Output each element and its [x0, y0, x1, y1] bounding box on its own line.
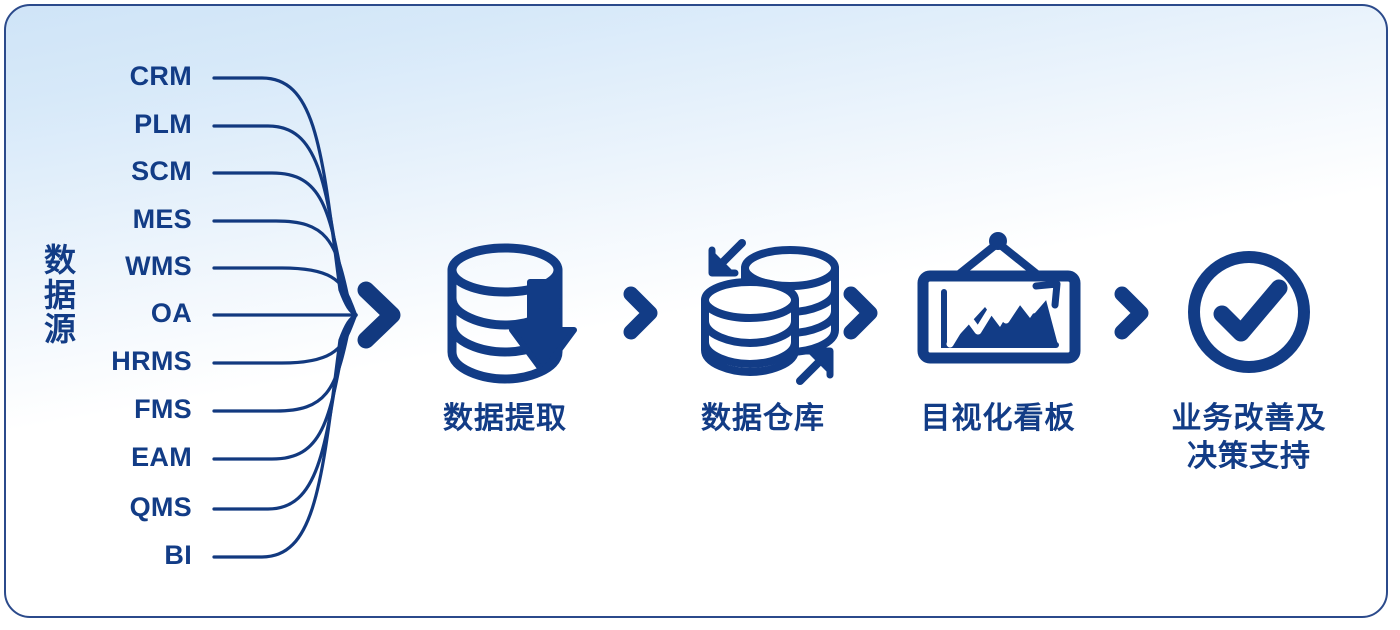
- group-label-char-1: 数: [43, 242, 76, 278]
- stage-caption-dashboard: 目视化看板: [920, 402, 1076, 435]
- source-item-fms[interactable]: FMS: [134, 394, 192, 424]
- source-item-mes[interactable]: MES: [132, 204, 192, 234]
- stage-caption-extract: 数据提取: [443, 402, 567, 435]
- hanging-chart-board-icon: [917, 232, 1081, 364]
- chevron-3-icon: [1114, 286, 1149, 340]
- source-item-hrms[interactable]: HRMS: [111, 346, 192, 376]
- source-item-oa[interactable]: OA: [150, 298, 192, 328]
- stage-separator-chevrons: [623, 286, 1149, 340]
- source-item-qms[interactable]: QMS: [129, 492, 192, 522]
- source-item-plm[interactable]: PLM: [134, 109, 192, 139]
- source-item-eam[interactable]: EAM: [131, 442, 192, 472]
- diagram-panel: [4, 4, 1388, 618]
- source-item-scm[interactable]: SCM: [131, 156, 192, 186]
- stage-caption-warehouse: 数据仓库: [701, 402, 825, 435]
- data-sources-group-label: 数 据 源: [38, 243, 82, 347]
- database-stack-inout-icon: [701, 239, 839, 385]
- source-item-wms[interactable]: WMS: [125, 251, 192, 281]
- stage-caption-decision: 业务改善及 决策支持: [1171, 402, 1327, 474]
- source-item-crm[interactable]: CRM: [129, 61, 192, 91]
- group-label-char-2: 据: [43, 276, 76, 313]
- source-item-bi[interactable]: BI: [164, 540, 192, 570]
- converge-arrow-icon: [357, 281, 401, 349]
- database-download-icon: [447, 243, 577, 384]
- check-circle-icon: [1188, 251, 1310, 373]
- data-sources-list: CRM PLM SCM MES WMS OA HRMS FMS EAM QMS …: [0, 0, 200, 630]
- group-label-char-3: 源: [43, 311, 76, 348]
- chevron-1-icon: [623, 286, 658, 340]
- chevron-2-icon: [843, 286, 878, 340]
- source-convergence-curves: [212, 76, 358, 559]
